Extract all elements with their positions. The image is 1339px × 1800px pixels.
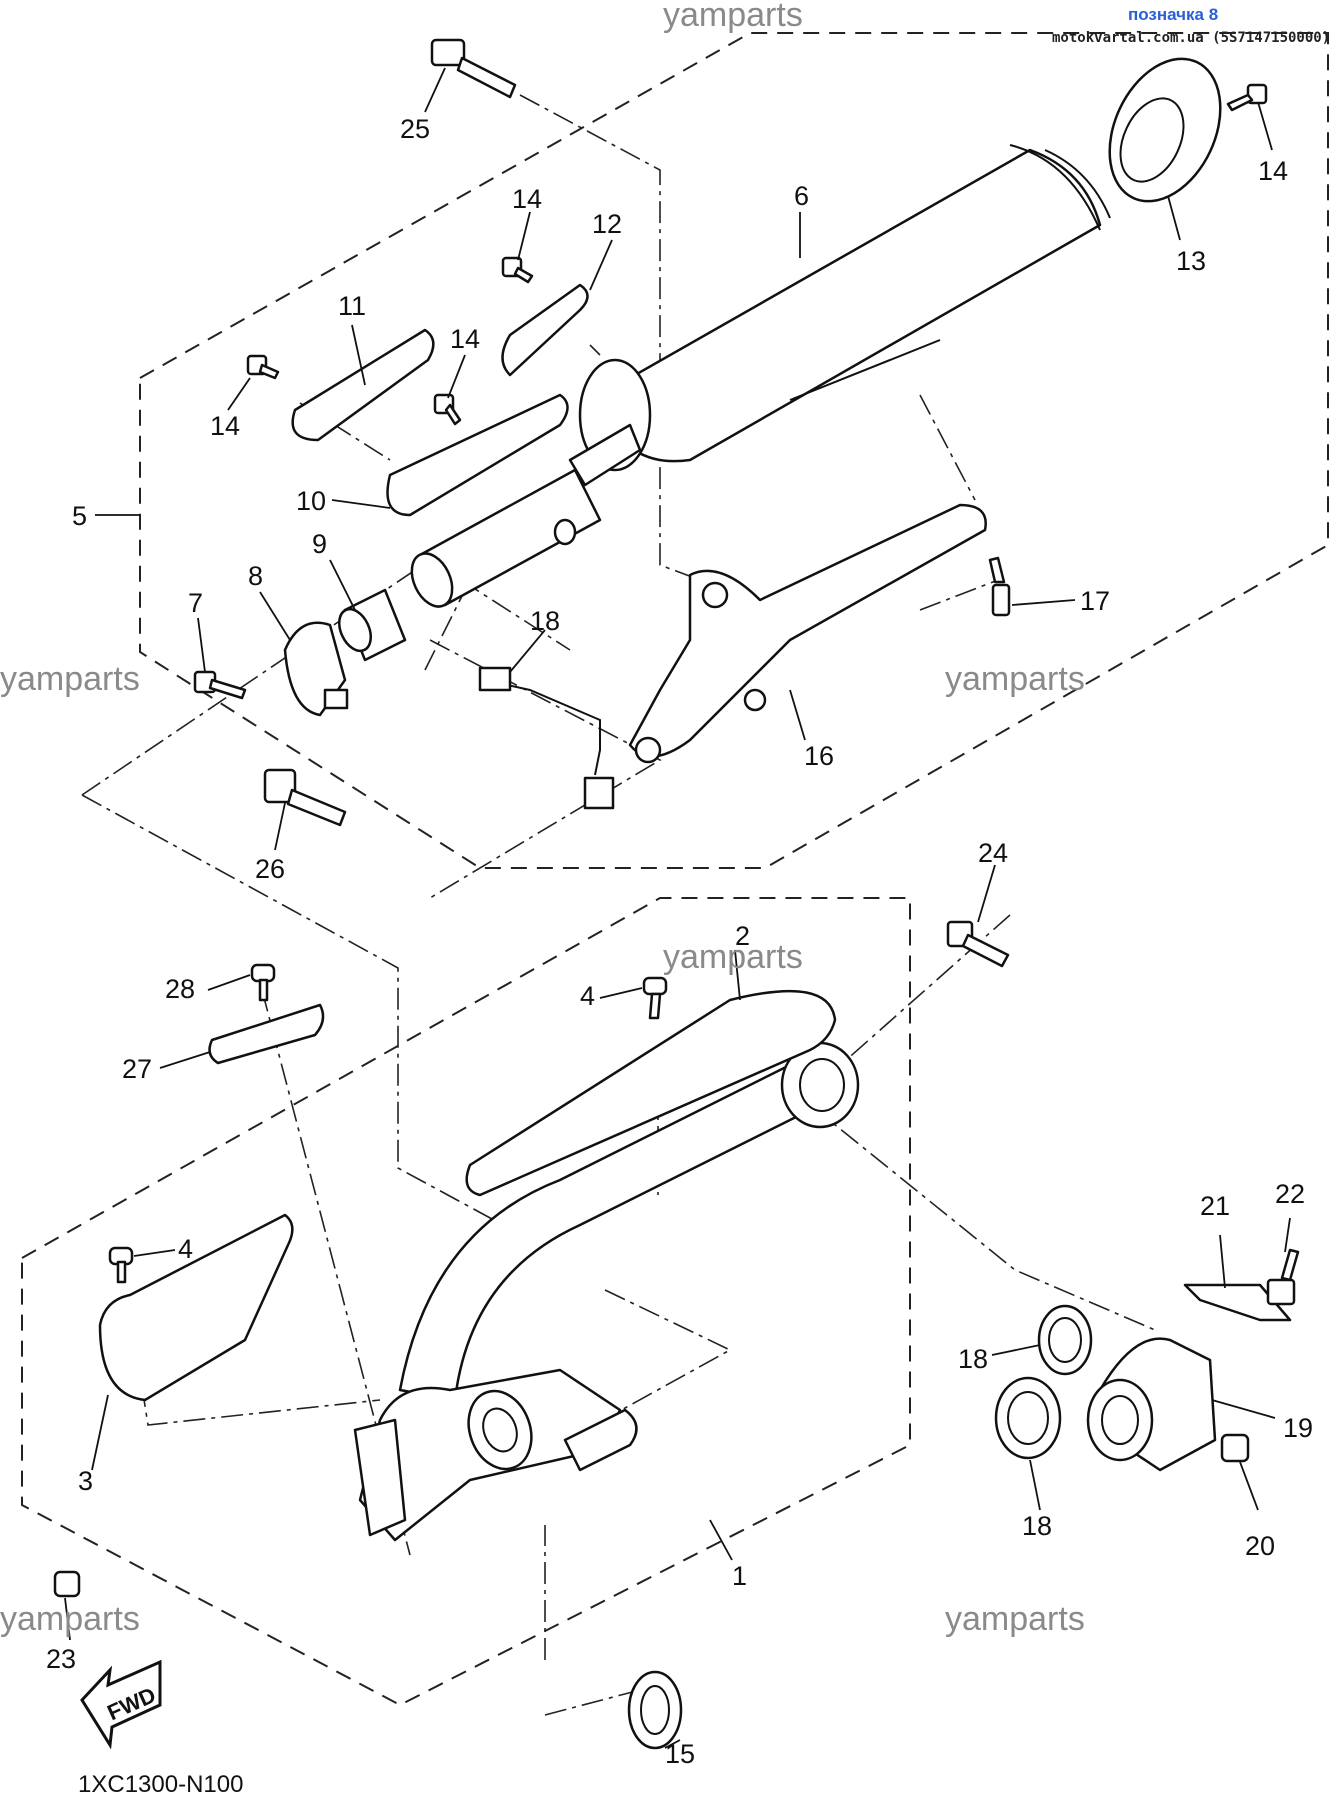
watermark-bottom-right: yamparts [945, 1600, 1085, 1638]
part-label-20: 20 [1245, 1531, 1275, 1561]
joint-flange [1086, 1337, 1217, 1472]
screw-14-left [246, 354, 280, 380]
part-label-24: 24 [978, 838, 1008, 868]
part-label-7: 7 [188, 588, 203, 618]
pipe-heat-protector [465, 989, 837, 1197]
part-label-17: 18 [530, 606, 560, 636]
muffler-inlet-pipe [410, 468, 602, 608]
screw-14-top [1226, 83, 1268, 112]
screw-4-top [642, 976, 668, 1020]
part-label-9: 9 [312, 529, 327, 559]
part-label-14: 14 [450, 324, 480, 354]
part-label-1: 1 [732, 1561, 747, 1591]
gasket-18-upper [1037, 1304, 1093, 1376]
watermark-bottom-left: yamparts [0, 1600, 140, 1638]
muffler-cover-10 [386, 393, 569, 517]
watermark-top: yamparts [663, 0, 803, 34]
part-label-26: 26 [255, 854, 285, 884]
part-label-14: 14 [512, 184, 542, 214]
bolt-7 [193, 670, 247, 700]
part-label-10: 10 [296, 486, 326, 516]
diagram-code: 1XC1300-N100 [78, 1771, 243, 1798]
part-label-5: 5 [72, 501, 87, 531]
part-label-6: 6 [794, 181, 809, 211]
fwd-arrow: FWD [80, 1659, 162, 1750]
part-label-3: 3 [78, 1466, 93, 1496]
part-label-27: 27 [122, 1054, 152, 1084]
header-badge: позначка 8 [1128, 5, 1218, 24]
part-label-22: 22 [1275, 1179, 1305, 1209]
muffler-group-outline [139, 32, 1329, 869]
joint-plate [1183, 1283, 1292, 1322]
muffler-protector-12 [501, 283, 589, 377]
lower-protector [98, 1213, 294, 1402]
part-label-12: 12 [592, 209, 622, 239]
watermark-right: yamparts [945, 660, 1085, 698]
reference-lines [81, 94, 1156, 1716]
part-label-4: 4 [580, 981, 595, 1011]
part-label-18: 18 [1022, 1511, 1052, 1541]
gasket-sleeve [338, 588, 407, 662]
bolt-24 [946, 920, 1010, 968]
exhaust-pipe [353, 1041, 860, 1542]
muffler-bracket [628, 503, 987, 764]
part-label-18: 15 [665, 1739, 695, 1769]
part-label-14: 14 [1258, 156, 1288, 186]
nut-20 [1220, 1433, 1250, 1463]
part-label-19: 19 [1283, 1413, 1313, 1443]
part-label-28: 28 [165, 974, 195, 1004]
leader-lines [64, 67, 1291, 1749]
nut-23 [53, 1570, 81, 1598]
part-label-21: 21 [1200, 1191, 1230, 1221]
part-label-16: 17 [1080, 586, 1110, 616]
screw-4-left [108, 1246, 134, 1284]
part-label-13: 13 [1176, 246, 1206, 276]
gasket-18-bottom [627, 1670, 683, 1750]
part-label-4: 4 [178, 1234, 193, 1264]
part-label-8: 8 [248, 561, 263, 591]
o2-sensor [478, 666, 615, 810]
watermark-left: yamparts [0, 660, 140, 698]
watermark-center: yamparts [663, 938, 803, 976]
muffler-protector-11 [291, 328, 435, 442]
bolt-22 [1266, 1248, 1300, 1306]
small-protector [208, 1003, 325, 1065]
part-label-11: 11 [338, 291, 366, 321]
screw-14-upper [501, 256, 534, 284]
exhaust-clamp [283, 621, 349, 717]
part-label-14: 14 [210, 411, 240, 441]
end-cap [1108, 57, 1222, 203]
muffler-body [568, 144, 1111, 487]
pipe-group-outline [21, 897, 911, 1707]
part-label-2: 2 [735, 921, 750, 951]
watermarks: yamparts yamparts yamparts yamparts yamp… [0, 0, 1085, 1638]
part-label-25: 25 [400, 114, 430, 144]
bolt-26 [263, 768, 347, 827]
bolt-25 [430, 38, 517, 99]
screw-16 [988, 556, 1011, 617]
screw-14-mid [433, 393, 462, 426]
gasket-18-lower [994, 1376, 1062, 1460]
part-label-15: 16 [804, 741, 834, 771]
part-label-18: 18 [958, 1344, 988, 1374]
screw-28 [250, 963, 276, 1002]
part-label-23: 23 [46, 1644, 76, 1674]
part-labels: 25 14 6 13 14 12 11 14 14 5 10 9 8 7 17 … [46, 114, 1313, 1769]
